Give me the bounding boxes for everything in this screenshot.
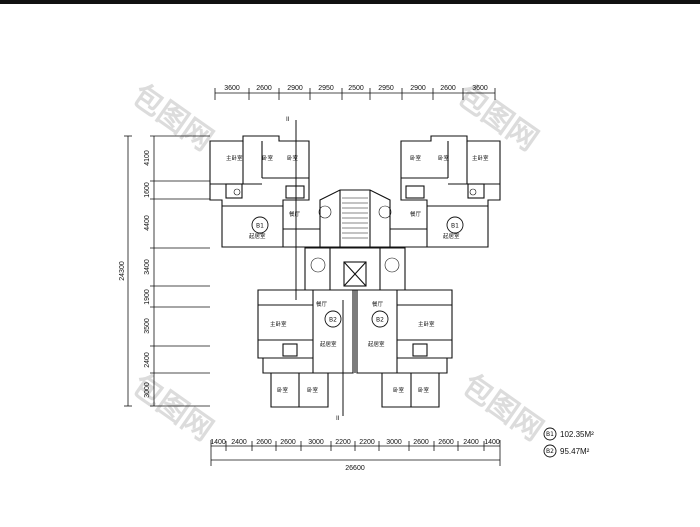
legend-area: 102.35M² bbox=[560, 430, 594, 439]
top-dim-label: 2500 bbox=[348, 85, 364, 92]
top-dim-label: 2600 bbox=[440, 85, 456, 92]
building-walls bbox=[209, 135, 501, 408]
room-bedroom: 卧室 bbox=[262, 154, 274, 162]
room-dining: 餐厅 bbox=[289, 210, 301, 218]
room-master-bedroom: 主卧室 bbox=[418, 320, 435, 328]
room-master-bedroom: 主卧室 bbox=[226, 154, 243, 162]
room-bedroom: 卧室 bbox=[410, 154, 422, 162]
left-dimension-labels: 4100 1600 4400 3400 1900 3500 2400 3000 … bbox=[119, 150, 151, 398]
watermark-text: 包图网 bbox=[125, 368, 219, 448]
unit-tag-b2-right: B2 bbox=[371, 310, 389, 328]
left-dim-label: 2400 bbox=[144, 352, 151, 368]
room-bedroom: 卧室 bbox=[393, 386, 405, 394]
room-bedroom: 卧室 bbox=[307, 386, 319, 394]
room-bedroom: 卧室 bbox=[438, 154, 450, 162]
room-living: 起居室 bbox=[320, 340, 337, 348]
bottom-dimension-labels: 1400 2400 2600 1500 2600 3000 2200 2200 … bbox=[210, 439, 500, 472]
left-dim-label: 1600 bbox=[144, 182, 151, 198]
bottom-dim-label: 2600 bbox=[413, 439, 429, 446]
room-bedroom: 卧室 bbox=[277, 386, 289, 394]
room-dining: 餐厅 bbox=[372, 300, 384, 308]
room-living: 起居室 bbox=[368, 340, 385, 348]
watermark-text: 包图网 bbox=[455, 368, 549, 448]
section-mark-bottom: II bbox=[336, 415, 340, 422]
left-dim-label: 3000 bbox=[144, 382, 151, 398]
room-living: 起居室 bbox=[249, 232, 266, 240]
bottom-dim-label: 1400 bbox=[210, 439, 226, 446]
room-master-bedroom: 主卧室 bbox=[270, 320, 287, 328]
top-dim-label: 2950 bbox=[378, 85, 394, 92]
legend-item-b2: B2 95.47M² bbox=[543, 444, 590, 458]
top-dim-label: 3600 bbox=[224, 85, 240, 92]
bottom-dim-label: 2400 bbox=[463, 439, 479, 446]
room-dining: 餐厅 bbox=[410, 210, 422, 218]
top-dim-label: 2600 bbox=[256, 85, 272, 92]
bottom-dim-label: 2600 bbox=[256, 439, 272, 446]
left-dim-label: 4100 bbox=[144, 150, 151, 166]
bottom-dim-label: 3000 bbox=[308, 439, 324, 446]
watermark-text: 包图网 bbox=[450, 78, 544, 158]
stair-details bbox=[342, 197, 368, 239]
section-mark-top: II bbox=[286, 116, 290, 123]
room-dining: 餐厅 bbox=[316, 300, 328, 308]
top-dim-label: 2950 bbox=[318, 85, 334, 92]
left-dim-label: 4400 bbox=[144, 215, 151, 231]
bottom-dim-label: 2600 bbox=[438, 439, 454, 446]
left-dimension-chain bbox=[124, 135, 210, 407]
left-dim-label: 1900 bbox=[144, 289, 151, 305]
room-living: 起居室 bbox=[443, 232, 460, 240]
legend: B1 102.35M² B2 95.47M² bbox=[543, 427, 594, 458]
bottom-dim-label: 2200 bbox=[359, 439, 375, 446]
legend-area: 95.47M² bbox=[560, 447, 590, 456]
bottom-dim-label: 3000 bbox=[386, 439, 402, 446]
bottom-dim-label: 2600 bbox=[280, 439, 296, 446]
watermark-group: 包图网 包图网 包图网 包图网 bbox=[125, 78, 549, 448]
unit-tag-b1-left: B1 bbox=[251, 216, 269, 234]
unit-tag-text: B1 bbox=[451, 223, 459, 230]
unit-tag-text: B2 bbox=[329, 317, 337, 324]
planting-details bbox=[233, 188, 477, 273]
top-dim-label: 2900 bbox=[410, 85, 426, 92]
left-total-label: 24300 bbox=[119, 261, 126, 281]
bottom-total-label: 26600 bbox=[345, 465, 365, 472]
bottom-dimension-chain bbox=[210, 440, 501, 466]
room-master-bedroom: 主卧室 bbox=[472, 154, 489, 162]
legend-item-b1: B1 102.35M² bbox=[543, 427, 594, 441]
left-dim-label: 3500 bbox=[144, 318, 151, 334]
watermark-text: 包图网 bbox=[125, 78, 219, 158]
left-dim-label: 3400 bbox=[144, 259, 151, 275]
unit-tag-text: B1 bbox=[256, 223, 264, 230]
top-border bbox=[0, 0, 700, 4]
unit-tag-b2-left: B2 bbox=[324, 310, 342, 328]
unit-tag-b1-right: B1 bbox=[446, 216, 464, 234]
top-dim-label: 3600 bbox=[472, 85, 488, 92]
legend-tag: B1 bbox=[546, 431, 554, 438]
room-bedroom: 卧室 bbox=[287, 154, 299, 162]
top-dim-label: 2900 bbox=[287, 85, 303, 92]
unit-tag-text: B2 bbox=[376, 317, 384, 324]
top-dimension-chain bbox=[214, 88, 496, 100]
legend-tag: B2 bbox=[546, 448, 554, 455]
top-dimension-labels: 3600 2600 2900 2950 2500 2950 2900 2600 … bbox=[224, 85, 488, 92]
section-line bbox=[295, 120, 344, 416]
bottom-dim-label: 2400 bbox=[231, 439, 247, 446]
bottom-dim-label: 2200 bbox=[335, 439, 351, 446]
room-bedroom: 卧室 bbox=[418, 386, 430, 394]
bottom-dim-label: 1400 bbox=[484, 439, 500, 446]
